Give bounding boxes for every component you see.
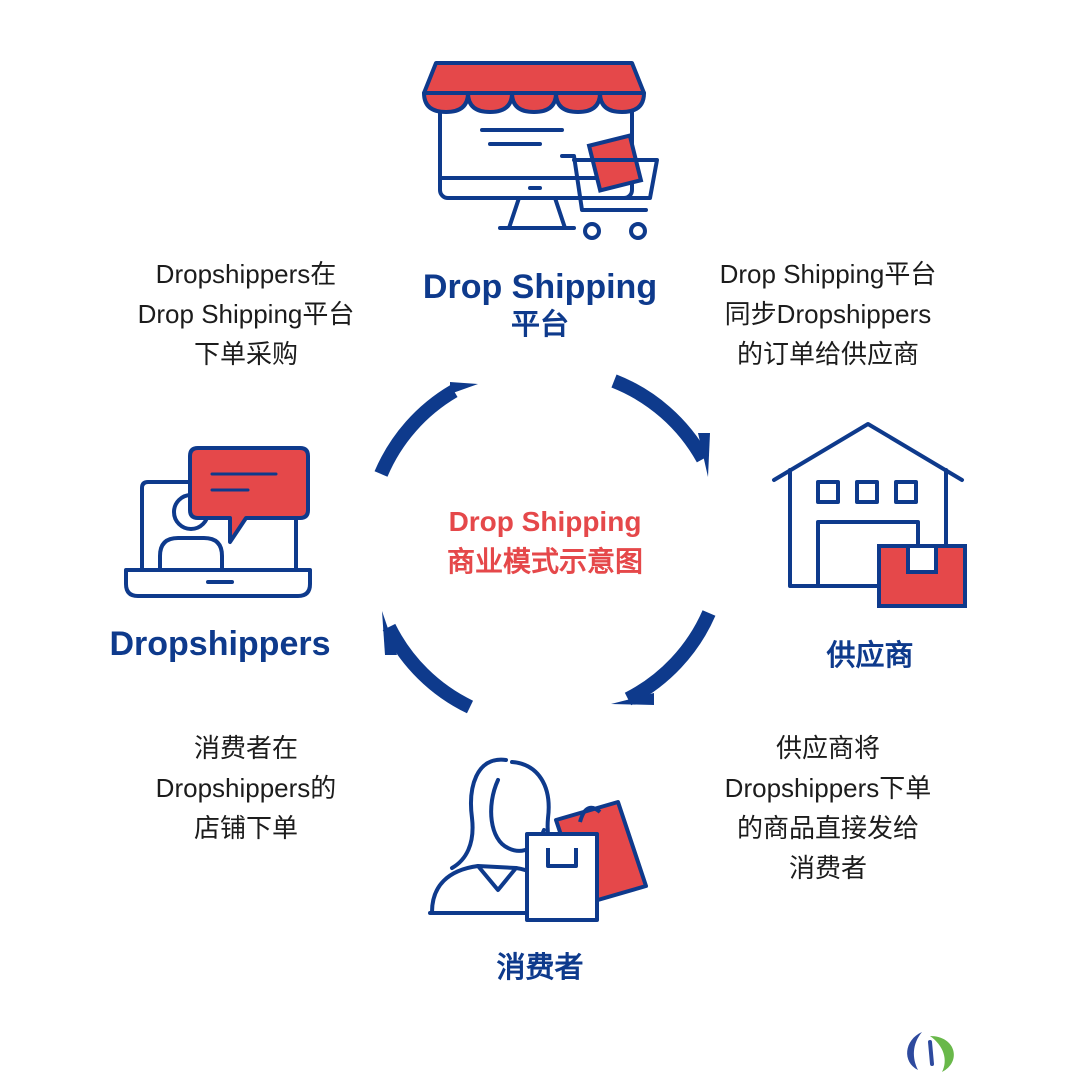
step-top-right-line: 的订单给供应商 — [736, 339, 919, 369]
arrowhead-bottom-left — [382, 611, 397, 655]
arrowhead-top-left — [450, 382, 478, 394]
supplier-title: 供应商 — [826, 640, 914, 672]
dropshippers-title: Dropshippers — [109, 625, 331, 663]
consumer-title: 消费者 — [496, 952, 584, 984]
step-bottom-right-line: 的商品直接发给 — [736, 813, 919, 843]
center-title-line1: Drop Shipping — [448, 506, 642, 537]
step-top-right-line: 同步Dropshippers — [724, 299, 932, 329]
arrow-top-right — [611, 374, 710, 463]
platform-title-line2: 平台 — [510, 309, 569, 341]
center-title-line2: 商业模式示意图 — [446, 546, 643, 577]
step-bottom-left-line: 店铺下单 — [193, 813, 298, 843]
step-bottom-left-line: 消费者在 — [193, 733, 298, 763]
step-bottom-left: 消费者在 Dropshippers的 店铺下单 — [96, 728, 396, 848]
center-title: Drop Shipping 商业模式示意图 — [390, 502, 700, 582]
step-top-left-line: 下单采购 — [193, 339, 298, 369]
step-bottom-left-line: Dropshippers的 — [155, 773, 337, 803]
step-top-left-line: Dropshippers在 — [155, 259, 337, 289]
arrow-bottom-right — [624, 610, 716, 706]
arrowhead-top-right — [698, 433, 710, 477]
platform-title: Drop Shipping 平台 — [380, 266, 700, 342]
step-top-right-line: Drop Shipping平台 — [719, 259, 937, 289]
step-bottom-right: 供应商将 Dropshippers下单 的商品直接发给 消费者 — [678, 728, 978, 888]
arrowhead-bottom-right — [611, 693, 654, 705]
step-bottom-right-line: Dropshippers下单 — [724, 773, 932, 803]
step-top-right: Drop Shipping平台 同步Dropshippers 的订单给供应商 — [678, 254, 978, 374]
step-bottom-right-line: 消费者 — [788, 853, 867, 883]
platform-title-line1: Drop Shipping — [422, 268, 658, 306]
arrow-top-left — [374, 384, 458, 477]
step-bottom-right-line: 供应商将 — [775, 733, 880, 763]
step-top-left: Dropshippers在 Drop Shipping平台 下单采购 — [96, 254, 396, 374]
step-top-left-line: Drop Shipping平台 — [137, 299, 355, 329]
arrow-bottom-left — [382, 623, 474, 714]
